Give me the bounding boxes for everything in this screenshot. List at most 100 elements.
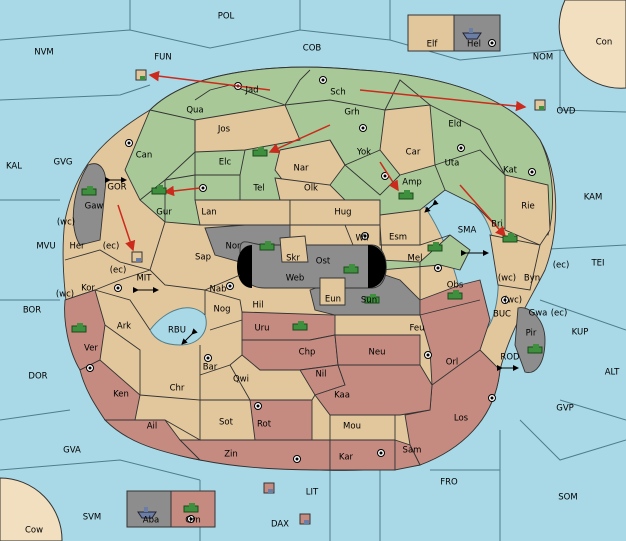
label-gur: Gur	[156, 208, 172, 218]
label-dax: DAX	[271, 520, 289, 530]
label-hel: Hel	[467, 40, 481, 50]
label-tel: Tel	[252, 184, 264, 194]
tank-icon[interactable]	[427, 242, 443, 252]
territory-cow[interactable]	[0, 477, 63, 541]
territory-chp[interactable]	[241, 334, 339, 371]
red-borders	[329, 299, 481, 440]
tank-icon[interactable]	[364, 294, 380, 304]
label-bor: BOR	[23, 306, 41, 316]
label-fun: FUN	[154, 53, 171, 63]
ship-icon[interactable]	[462, 28, 482, 40]
label-mit: MIT	[136, 274, 152, 284]
label-kal: KAL	[6, 162, 22, 172]
label-con: Con	[596, 38, 613, 48]
label-coast-ec: (ec)	[551, 309, 568, 319]
label-elc: Elc	[219, 158, 232, 168]
label-chp: Chp	[299, 348, 316, 358]
label-bri: Bri	[491, 220, 503, 230]
tank-icon[interactable]	[81, 186, 97, 196]
shore-ost-east	[368, 245, 386, 288]
label-feu: Feu	[409, 324, 424, 334]
territory-aba[interactable]	[126, 490, 172, 528]
ship-icon[interactable]	[137, 507, 157, 519]
label-ost: Ost	[316, 257, 331, 267]
tank-icon[interactable]	[343, 264, 359, 274]
label-lan: Lan	[201, 208, 216, 218]
territory-skr[interactable]	[279, 235, 309, 263]
flag-icon	[299, 513, 311, 525]
label-ovd: OVD	[557, 107, 576, 117]
label-sam: Sam	[403, 446, 422, 456]
label-rod: ROD	[500, 353, 520, 363]
label-sun: Sun	[361, 296, 377, 306]
label-can: Can	[136, 151, 153, 161]
label-kor: Kor	[81, 284, 95, 294]
tank-icon[interactable]	[527, 344, 543, 354]
label-byn: Byn	[524, 274, 540, 284]
label-car: Car	[406, 148, 421, 158]
tank-icon[interactable]	[259, 241, 275, 251]
label-neu: Neu	[369, 348, 386, 358]
label-dor: DOR	[28, 372, 47, 382]
label-elf: Elf	[427, 40, 439, 50]
adjacency-arrows	[105, 177, 519, 371]
territory-ail[interactable]	[103, 419, 202, 461]
label-esm: Esm	[389, 233, 407, 243]
label-obs: Obs	[447, 281, 464, 291]
label-sma: SMA	[458, 226, 477, 236]
label-gvg: GVG	[54, 158, 73, 168]
label-rbu: RBU	[168, 326, 186, 336]
label-som: SOM	[558, 493, 577, 503]
label-uru: Uru	[254, 324, 269, 334]
territory-ken[interactable]	[79, 359, 141, 421]
order-arrows	[117, 70, 527, 252]
territory-pir[interactable]	[514, 307, 546, 373]
tank-icon[interactable]	[151, 185, 167, 195]
label-alt: ALT	[605, 368, 620, 378]
label-pir: Pir	[526, 329, 537, 339]
territory-byn[interactable]	[489, 234, 541, 291]
tank-icon[interactable]	[398, 190, 414, 200]
label-aba: Aba	[143, 516, 159, 526]
label-coast-ec: (ec)	[103, 242, 120, 252]
label-uta: Uta	[445, 159, 460, 169]
label-chr: Chr	[170, 384, 185, 394]
label-cob: COB	[303, 44, 322, 54]
tank-icon[interactable]	[447, 290, 463, 300]
units	[71, 28, 546, 525]
label-gva: GVA	[63, 446, 81, 456]
label-nar: Nar	[293, 164, 309, 174]
label-los: Los	[454, 414, 469, 424]
label-nor: Nor	[225, 242, 241, 252]
territory-rie[interactable]	[504, 174, 551, 246]
label-gor: GOR	[107, 183, 126, 193]
label-rot: Rot	[257, 420, 272, 430]
tank-icon[interactable]	[292, 321, 308, 331]
territory-eun[interactable]	[319, 277, 346, 306]
label-qua: Qua	[186, 106, 203, 116]
tank-icon[interactable]	[71, 323, 87, 333]
label-fro: FRO	[440, 478, 458, 488]
label-orl: Orl	[446, 358, 459, 368]
label-ver: Ver	[84, 344, 98, 354]
label-nvm: NVM	[34, 48, 54, 58]
territory-gaw[interactable]	[72, 163, 107, 246]
territory-sam[interactable]	[394, 439, 421, 471]
label-ken: Ken	[113, 390, 129, 400]
label-coast-wc: (wc)	[498, 274, 516, 284]
label-gaw: Gaw	[85, 202, 104, 212]
label-bar: Bar	[203, 363, 218, 373]
label-buc: BUC	[493, 310, 511, 320]
label-zin: Zin	[224, 450, 238, 460]
tank-icon[interactable]	[252, 147, 268, 157]
tank-icon[interactable]	[502, 233, 518, 243]
tank-icon[interactable]	[183, 503, 199, 513]
label-mou: Mou	[343, 422, 361, 432]
label-nog: Nog	[214, 305, 231, 315]
label-mel: Mel	[408, 254, 423, 264]
territory-car[interactable]	[379, 104, 436, 176]
label-web: Web	[286, 274, 305, 284]
territory-con[interactable]	[558, 0, 626, 89]
